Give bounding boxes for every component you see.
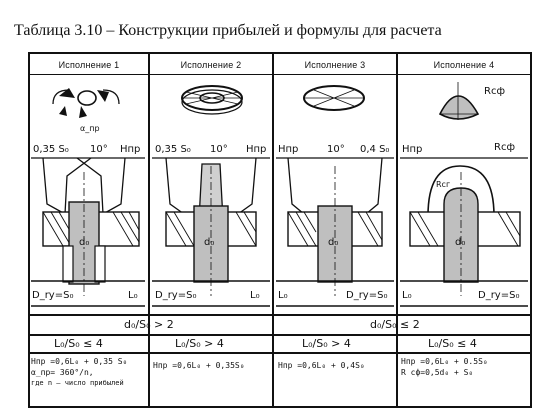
condition-3: L₀/S₀ > 4 <box>302 337 351 350</box>
header-rule <box>28 74 532 75</box>
annotation: Rсг <box>436 180 451 189</box>
column-divider <box>148 52 150 408</box>
drawing-bottom-rule <box>28 314 532 316</box>
column-divider <box>272 52 274 408</box>
riser-design-1-drawing <box>31 88 145 307</box>
formula-line: Hпр =0,6L₀ + 0,35 S₀ <box>31 357 128 366</box>
table-frame <box>28 52 532 408</box>
annotation: Rсф <box>484 86 505 97</box>
annotation: Hпр <box>120 144 141 155</box>
condition-2: L₀/S₀ > 4 <box>175 337 224 350</box>
annotation: d₀ <box>204 237 215 248</box>
annotation: d₀ <box>79 237 90 248</box>
annotation: Hпр <box>402 144 423 155</box>
annotation: L₀ <box>402 290 412 301</box>
annotation: 0,35 S₀ <box>33 144 69 155</box>
annotation: 10° <box>210 144 228 155</box>
formula-4: Hпр =0,6L₀ + 0.5S₀ R сф=0,5d₀ + S₀ <box>401 356 488 378</box>
table-title: Таблица 3.10 – Конструкции прибылей и фо… <box>14 22 442 39</box>
annotation: D_ry=S₀ <box>478 290 520 301</box>
ratio-right: d₀/S₀ ≤ 2 <box>370 318 420 331</box>
column-header-2: Исполнение 2 <box>180 60 242 70</box>
ratio-left: d₀/S₀ > 2 <box>124 318 174 331</box>
column-header-3: Исполнение 3 <box>304 60 366 70</box>
annotation: 0,35 S₀ <box>155 144 191 155</box>
formula-1: Hпр =0,6L₀ + 0,35 S₀ α_пр= 360°/n, где n… <box>31 356 127 389</box>
condition-1: L₀/S₀ ≤ 4 <box>54 337 103 350</box>
annotation: L₀ <box>250 290 260 301</box>
annotation: L₀ <box>128 290 138 301</box>
annotation: D_ry=S₀ <box>346 290 388 301</box>
annotation: Rсф <box>494 142 515 153</box>
annotation: 10° <box>90 144 108 155</box>
ratio-rule <box>28 334 532 336</box>
formula-line: Hпр =0,6L₀ + 0,35S₀ <box>153 361 245 370</box>
annotation: D_ry=S₀ <box>155 290 197 301</box>
condition-rule <box>28 352 532 354</box>
annotation: L₀ <box>278 290 288 301</box>
formula-3: Hпр =0,6L₀ + 0,4S₀ <box>278 360 365 371</box>
column-divider <box>396 52 398 408</box>
annotation: d₀ <box>455 237 466 248</box>
annotation: D_ry=S₀ <box>32 290 74 301</box>
condition-4: L₀/S₀ ≤ 4 <box>428 337 477 350</box>
formula-line: Hпр =0,6L₀ + 0,4S₀ <box>278 361 365 370</box>
annotation: Hпр <box>246 144 267 155</box>
annotation: Hпр <box>278 144 299 155</box>
annotation: d₀ <box>328 237 339 248</box>
formula-line: R сф=0,5d₀ + S₀ <box>401 368 474 377</box>
formula-line: Hпр =0,6L₀ + 0.5S₀ <box>401 357 488 366</box>
formula-2: Hпр =0,6L₀ + 0,35S₀ <box>153 360 245 371</box>
riser-design-4-drawing <box>400 82 528 307</box>
riser-design-2-drawing <box>152 85 270 307</box>
annotation: 0,4 S₀ <box>360 144 390 155</box>
annotation: α_пр <box>80 124 100 133</box>
column-header-1: Исполнение 1 <box>58 60 120 70</box>
formula-line: α_пр= 360°/n, <box>31 368 94 377</box>
annotation: 10° <box>327 144 345 155</box>
column-header-4: Исполнение 4 <box>433 60 495 70</box>
formula-line: где n – число прибылей <box>31 379 124 387</box>
riser-design-3-drawing <box>276 85 394 307</box>
